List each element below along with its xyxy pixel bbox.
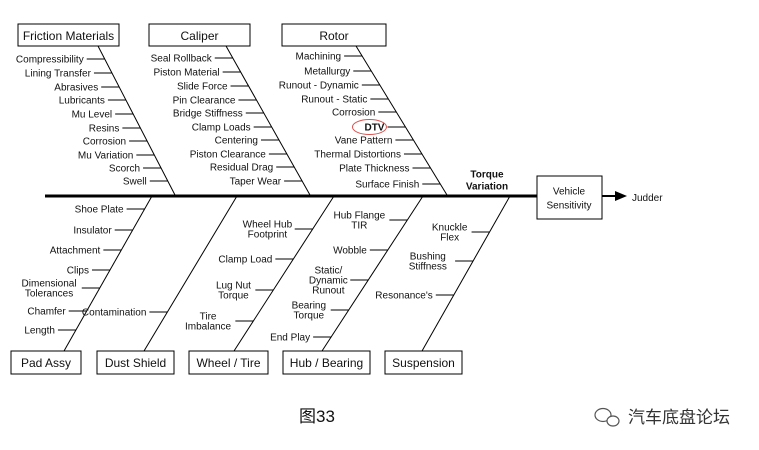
- watermark-text: 汽车底盘论坛: [628, 408, 730, 427]
- arrow-head-icon: [615, 191, 627, 201]
- highlight-oval: [351, 119, 387, 135]
- cause-label-scorch: Scorch: [109, 164, 140, 175]
- cause-label-attachment: Attachment: [50, 246, 101, 257]
- cause-label-metallurgy: Metallurgy: [304, 67, 350, 78]
- cause-label-piston-clearance: Piston Clearance: [190, 150, 267, 161]
- cause-label-thermal-distortions: Thermal Distortions: [314, 150, 401, 161]
- cause-label-bridge-stiffness: Bridge Stiffness: [173, 109, 243, 120]
- bone-suspension: [421, 195, 511, 352]
- cause-label-residual-drag: Residual Drag: [210, 163, 273, 174]
- cause-label-wobble: Wobble: [333, 246, 367, 257]
- wechat-bubble-large: [594, 407, 612, 423]
- cause-label-taper-wear: Taper Wear: [230, 177, 282, 188]
- category-box-caliper: [148, 23, 251, 47]
- cause-label-chamfer: Chamfer: [27, 307, 66, 318]
- cause-label-clamp-load: Clamp Load: [218, 255, 272, 266]
- cause-label-centering: Centering: [215, 136, 258, 147]
- cause-label-shoe-plate: Shoe Plate: [75, 205, 124, 216]
- cause-label-vane-pattern: Vane Pattern: [335, 136, 393, 147]
- cause-label-corrosion: Corrosion: [83, 137, 126, 148]
- cause-label-lining-transfer: Lining Transfer: [25, 69, 92, 80]
- wechat-icon: [594, 407, 620, 427]
- bone-pad: [63, 195, 153, 352]
- cause-label-surface-finish: Surface Finish: [355, 180, 419, 191]
- effect-box: [536, 175, 603, 220]
- category-box-friction: [17, 23, 120, 47]
- cause-label-seal-rollback: Seal Rollback: [151, 54, 213, 65]
- category-title-rotor: Rotor: [319, 29, 348, 43]
- category-title-friction: Friction Materials: [23, 29, 114, 43]
- cause-label-piston-material: Piston Material: [154, 68, 220, 79]
- category-box-dust: [96, 350, 175, 375]
- cause-label-contamination: Contamination: [82, 308, 146, 319]
- category-title-dust: Dust Shield: [105, 356, 166, 370]
- cause-label-dtv: DTV: [364, 123, 384, 134]
- category-title-wheel: Wheel / Tire: [196, 356, 260, 370]
- cause-label-abrasives: Abrasives: [54, 83, 98, 94]
- cause-label-lubricants: Lubricants: [59, 96, 105, 107]
- category-box-rotor: [281, 23, 387, 47]
- cause-label-insulator: Insulator: [73, 226, 112, 237]
- cause-label-mu-variation: Mu Variation: [78, 151, 133, 162]
- wechat-bubble-small: [606, 415, 620, 427]
- category-title-suspension: Suspension: [392, 356, 455, 370]
- cause-label-resins: Resins: [89, 124, 120, 135]
- category-title-hub: Hub / Bearing: [290, 356, 363, 370]
- cause-label-runout-static: Runout - Static: [301, 95, 367, 106]
- cause-label-corrosion: Corrosion: [332, 108, 375, 119]
- cause-label-pin-clearance: Pin Clearance: [173, 96, 236, 107]
- cause-label-length: Length: [24, 326, 55, 337]
- cause-label-plate-thickness: Plate Thickness: [339, 164, 409, 175]
- category-title-caliper: Caliper: [180, 29, 218, 43]
- bone-hub: [321, 195, 424, 352]
- effect-label: Judder: [632, 193, 663, 204]
- category-title-pad: Pad Assy: [21, 356, 71, 370]
- category-box-hub: [282, 350, 371, 375]
- cause-label-end-play: End Play: [270, 333, 310, 344]
- cause-label-clamp-loads: Clamp Loads: [192, 123, 251, 134]
- bone-caliper: [225, 45, 311, 196]
- figure-caption: 图33: [299, 407, 335, 426]
- cause-label-resonance-s: Resonance's: [375, 291, 433, 302]
- bone-friction: [97, 45, 176, 196]
- category-box-pad: [10, 350, 82, 375]
- cause-label-mu-level: Mu Level: [72, 110, 113, 121]
- category-box-wheel: [188, 350, 269, 375]
- bone-dust: [143, 195, 238, 352]
- cause-label-clips: Clips: [67, 266, 89, 277]
- cause-label-machining: Machining: [296, 52, 342, 63]
- cause-label-compressibility: Compressibility: [16, 55, 84, 66]
- cause-label-swell: Swell: [123, 177, 147, 188]
- bone-wheel: [233, 195, 335, 352]
- cause-label-slide-force: Slide Force: [177, 82, 228, 93]
- cause-label-runout-dynamic: Runout - Dynamic: [279, 81, 359, 92]
- category-box-suspension: [384, 350, 463, 375]
